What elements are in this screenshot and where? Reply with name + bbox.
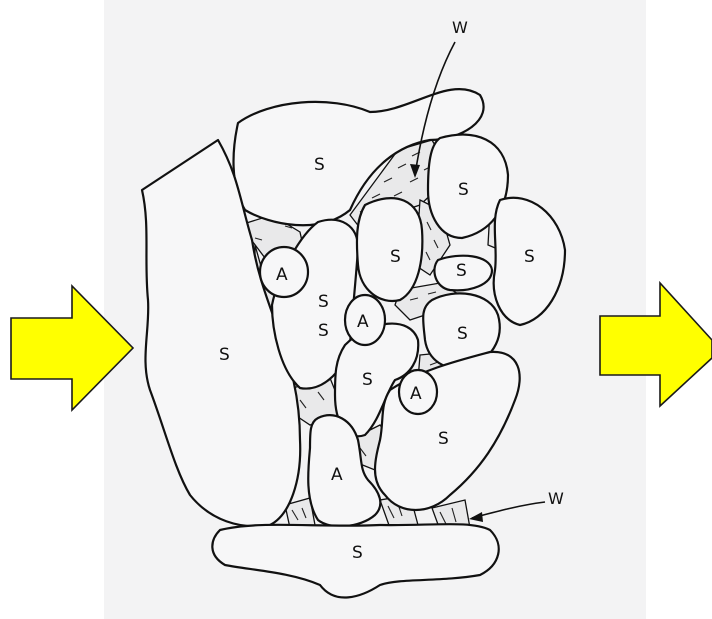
label-soil: S xyxy=(390,247,401,267)
label-soil: S xyxy=(456,261,467,281)
label-soil: S xyxy=(458,180,469,200)
label-soil: S xyxy=(362,370,373,390)
soil-grains xyxy=(142,89,565,597)
label-air: A xyxy=(276,265,288,285)
label-water: W xyxy=(548,489,564,508)
arrow-right-icon xyxy=(11,286,133,410)
label-soil: S xyxy=(318,292,329,312)
label-soil: S xyxy=(352,543,363,563)
label-air: A xyxy=(357,312,369,332)
label-soil: S xyxy=(314,155,325,175)
label-water: W xyxy=(452,18,468,37)
label-soil: S xyxy=(438,429,449,449)
label-soil: S xyxy=(524,247,535,267)
label-air: A xyxy=(410,384,422,404)
leader-arrowhead-icon xyxy=(469,512,483,522)
label-soil: S xyxy=(219,345,230,365)
label-soil: S xyxy=(457,324,468,344)
arrow-right-icon xyxy=(600,283,712,406)
label-soil: S xyxy=(318,321,329,341)
label-air: A xyxy=(331,465,343,485)
